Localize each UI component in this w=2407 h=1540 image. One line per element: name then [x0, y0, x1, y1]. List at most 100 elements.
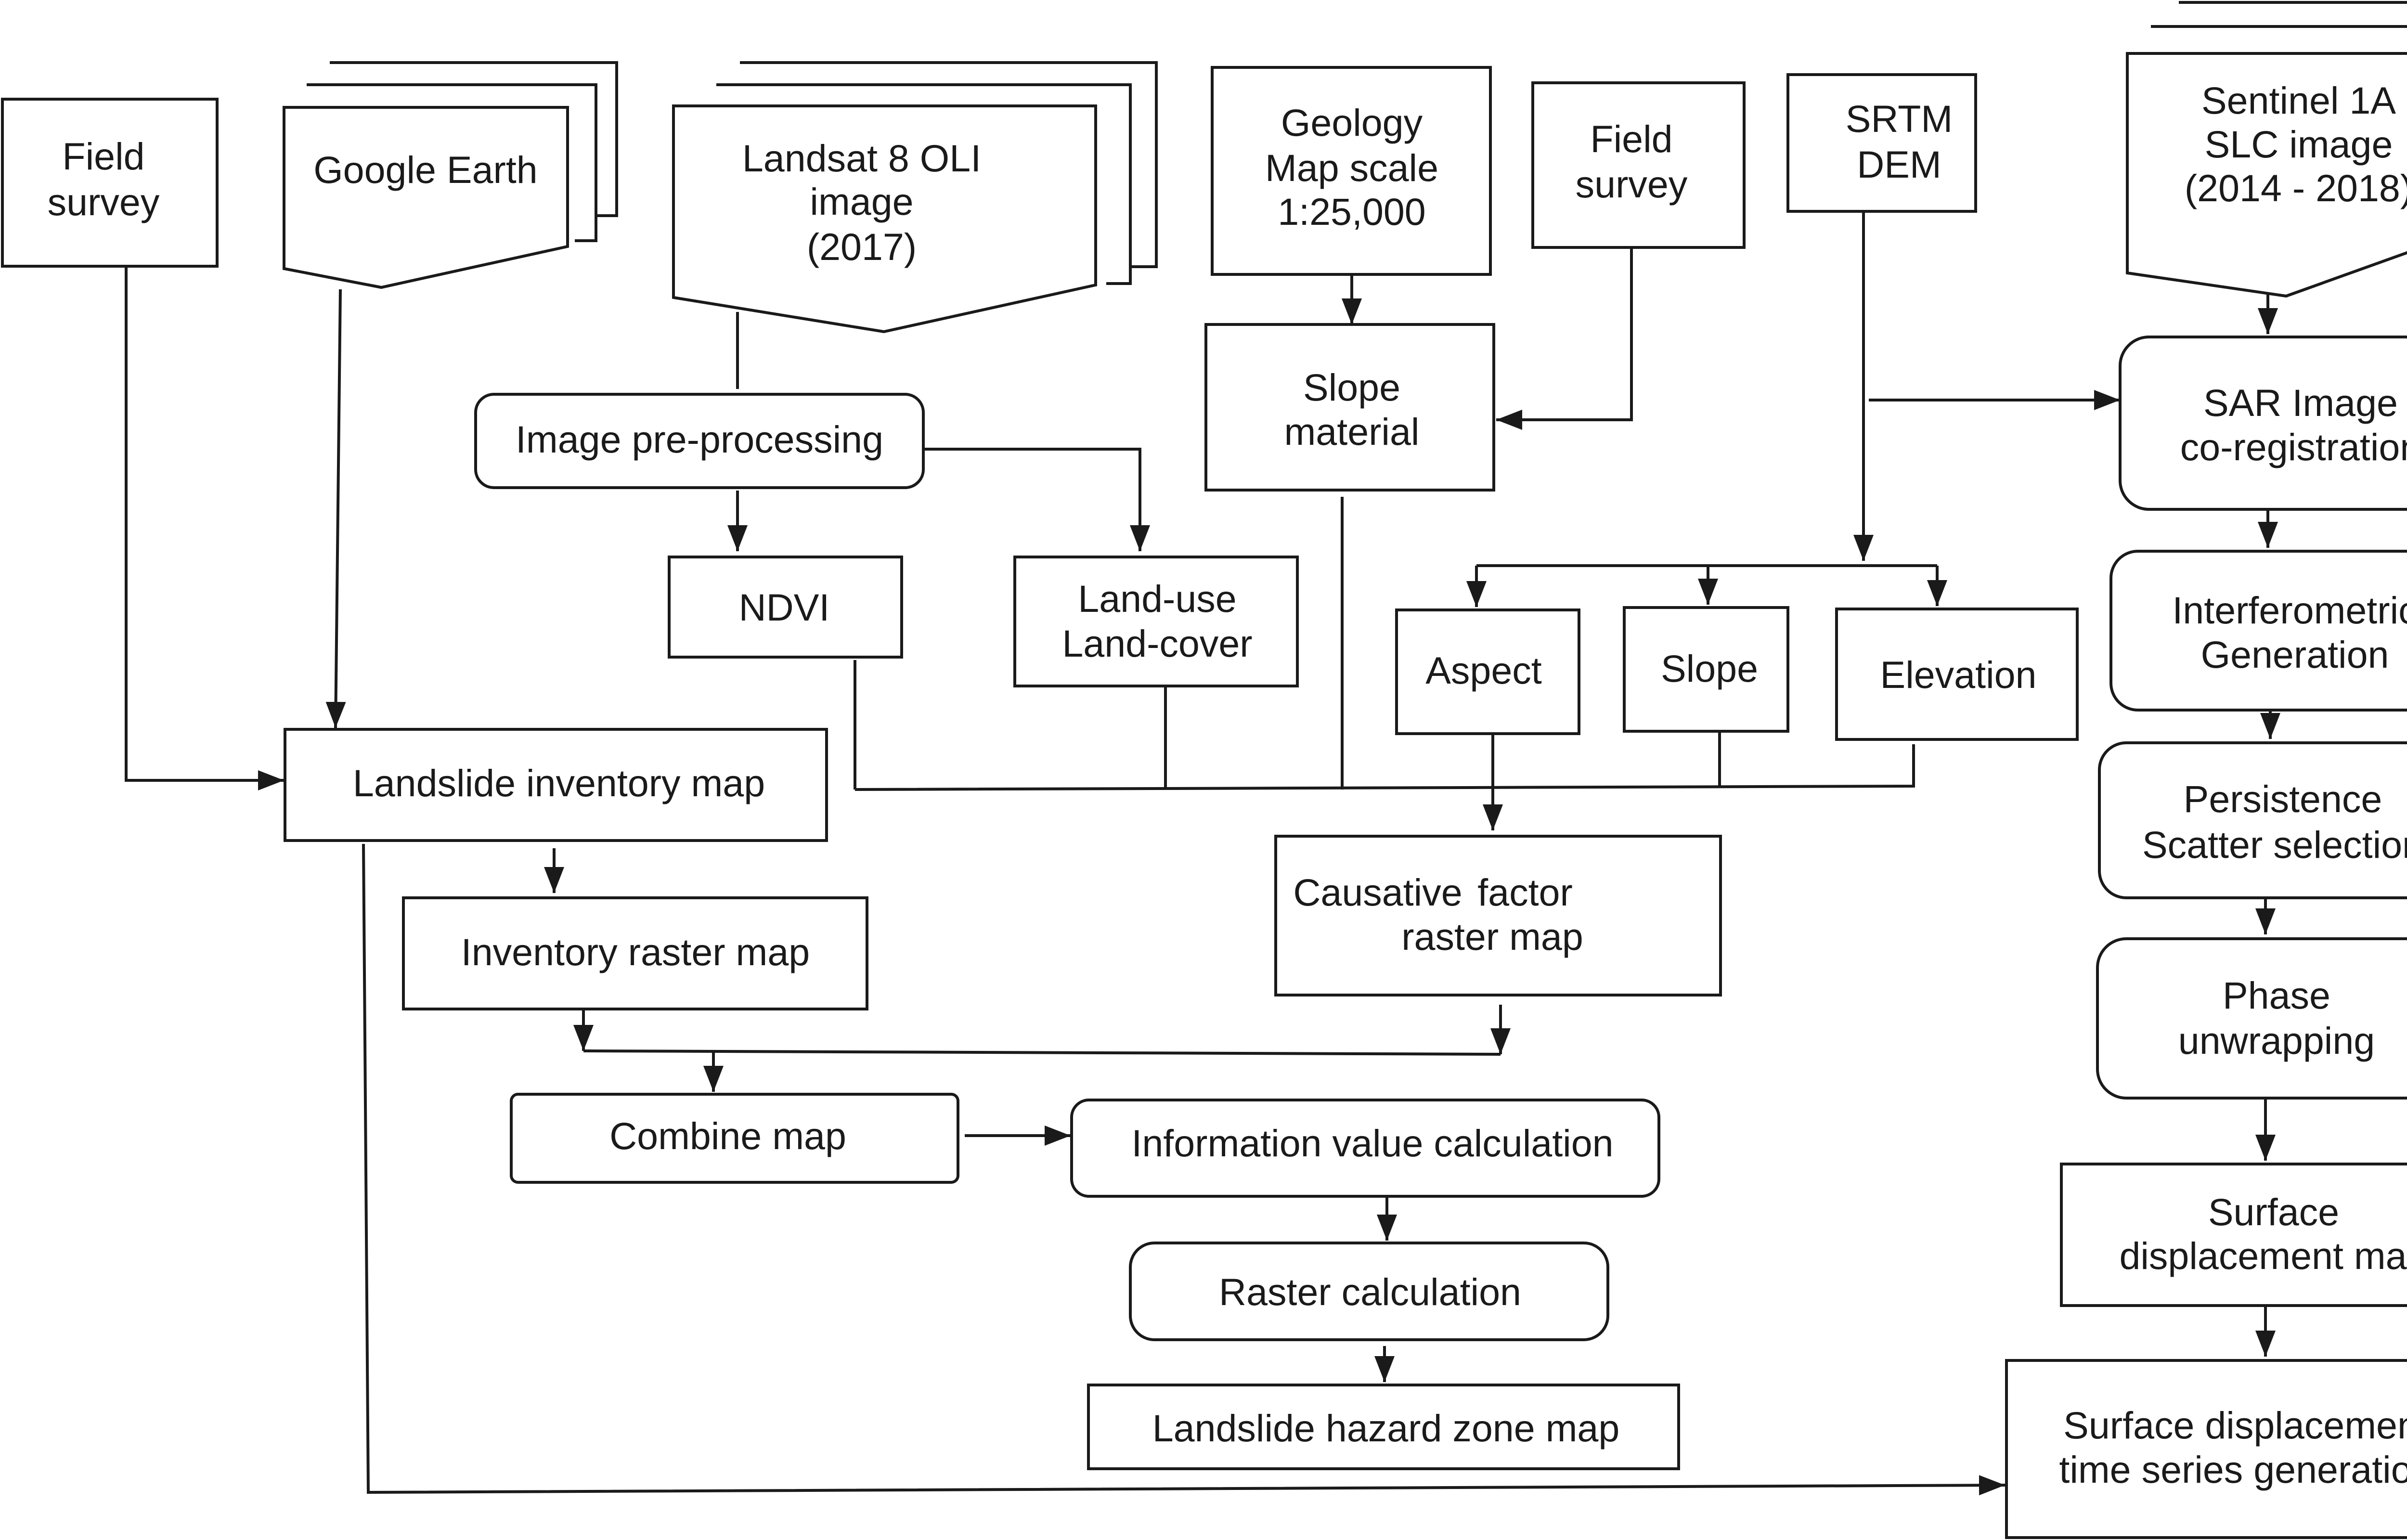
node-text: image	[810, 180, 913, 223]
arrow-field-survey-to-inventory	[125, 266, 284, 790]
svg-text:Landslide inventory map: Landslide inventory map	[353, 762, 765, 804]
node-text: Slope	[1303, 366, 1400, 409]
svg-text:Image pre-processing: Image pre-processing	[516, 418, 883, 461]
aspect-box: Aspect	[1395, 608, 1580, 735]
svg-text:NDVI: NDVI	[739, 586, 830, 629]
slope-box: Slope	[1623, 606, 1789, 733]
google-earth-document-stack: Google Earth	[283, 61, 618, 289]
node-text: Landslide inventory map	[353, 762, 765, 804]
node-text: raster map	[1401, 915, 1583, 958]
node-text: material	[1284, 410, 1420, 453]
svg-text:Inventory raster map: Inventory raster map	[461, 931, 810, 973]
node-text: factor	[1477, 871, 1573, 914]
node-text: Image pre-processing	[516, 418, 883, 461]
node-text: Landsat 8 OLI	[742, 137, 981, 180]
node-text: Raster calculation	[1219, 1270, 1521, 1313]
node-text: Land-cover	[1062, 622, 1252, 665]
node-text: Land-use	[1078, 577, 1236, 620]
node-text: Inventory raster map	[461, 931, 810, 973]
node-text: Slope	[1661, 647, 1758, 690]
image-preprocessing-box: Image pre-processing	[474, 393, 925, 489]
node-text: Scatter selection	[2142, 823, 2407, 866]
inventory-raster-box: Inventory raster map	[402, 896, 868, 1010]
landslide-inventory-box: Landslide inventory map	[284, 728, 828, 842]
node-text: survey	[1576, 163, 1688, 206]
connectors	[125, 211, 2280, 1496]
svg-text:Slope: Slope	[1661, 647, 1758, 690]
node-text: survey	[48, 181, 160, 223]
node-text: Phase	[2223, 974, 2330, 1017]
line-combine-junction	[583, 1049, 1501, 1056]
node-text: Field	[1590, 117, 1672, 160]
node-text: Surface displacement	[2063, 1404, 2407, 1447]
node-text: Information value calculation	[1131, 1122, 1613, 1165]
node-text: Generation	[2201, 633, 2389, 676]
node-text: Interferometric	[2172, 589, 2407, 632]
raster-calculation-box: Raster calculation	[1129, 1242, 1609, 1341]
node-text: SLC image	[2205, 123, 2393, 166]
node-text: Persistence	[2184, 777, 2382, 820]
node-text: DEM	[1857, 143, 1941, 186]
information-value-box: Information value calculation	[1070, 1099, 1660, 1198]
arrow-google-earth-to-inventory	[325, 289, 346, 728]
arrow-field-survey-to-slope-material	[1496, 247, 1633, 430]
node-text: unwrapping	[2178, 1019, 2375, 1062]
svg-text:Combine map: Combine map	[609, 1114, 846, 1157]
svg-text:Elevation: Elevation	[1880, 653, 2037, 696]
node-text: 1:25,000	[1278, 190, 1426, 233]
elevation-box: Elevation	[1835, 608, 2079, 741]
node-text: SAR Image	[2203, 381, 2398, 424]
svg-text:Google Earth: Google Earth	[313, 148, 538, 191]
node-text: Landslide hazard zone map	[1152, 1407, 1620, 1449]
svg-text:Aspect: Aspect	[1425, 649, 1542, 692]
node-text: co-registration	[2180, 426, 2407, 468]
node-text: NDVI	[739, 586, 830, 629]
node-text: time series generation	[2059, 1448, 2407, 1491]
node-text: Causative	[1293, 871, 1462, 914]
ndvi-box: NDVI	[668, 556, 903, 659]
node-text: SRTM	[1846, 97, 1953, 140]
svg-text:Landslide hazard zone map: Landslide hazard zone map	[1152, 1407, 1620, 1449]
node-text: (2014 - 2018)	[2185, 167, 2407, 209]
combine-map-box: Combine map	[510, 1093, 959, 1184]
svg-text:Raster calculation: Raster calculation	[1219, 1270, 1521, 1313]
landslide-hazard-zone-box: Landslide hazard zone map	[1087, 1384, 1680, 1470]
node-text: Sentinel 1A	[2201, 79, 2396, 122]
node-text: Google Earth	[313, 148, 538, 191]
node-text: Combine map	[609, 1114, 846, 1157]
node-text: Surface	[2208, 1191, 2339, 1233]
node-text: Geology	[1281, 101, 1423, 144]
node-text: Map scale	[1265, 146, 1438, 189]
node-text: Aspect	[1425, 649, 1542, 692]
